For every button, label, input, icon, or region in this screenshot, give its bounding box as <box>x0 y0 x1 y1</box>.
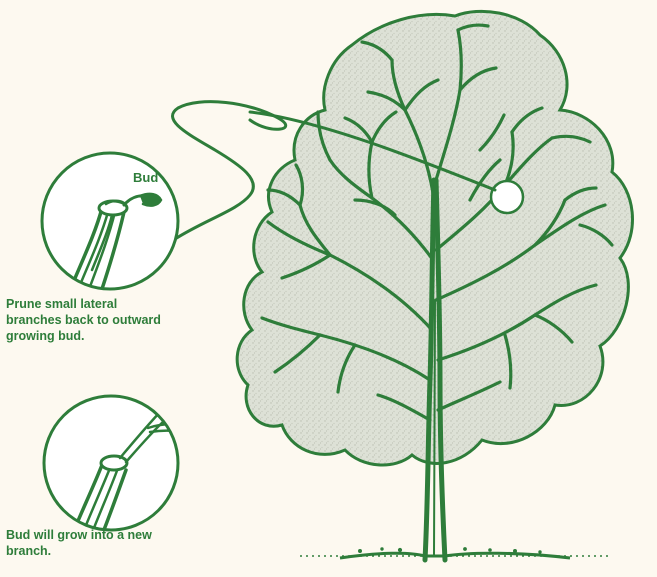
inset-new-branch <box>44 396 188 540</box>
prune-caption: Prune small lateral branches back to out… <box>6 296 176 344</box>
grow-caption: Bud will grow into a new branch. <box>6 527 266 559</box>
bud-label: Bud <box>133 170 158 186</box>
bud-marker-circle <box>491 181 523 213</box>
ground <box>300 548 610 558</box>
